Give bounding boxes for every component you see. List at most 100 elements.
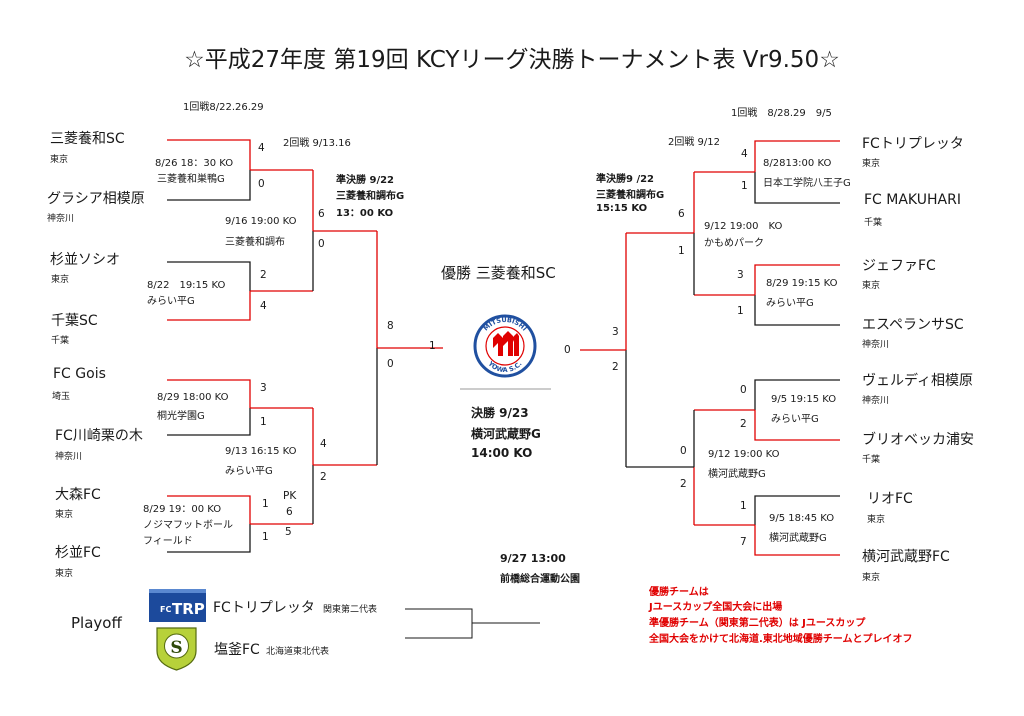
right-team-5-region: 神奈川 [862, 396, 890, 406]
right-r1-m2-score-bottom: 1 [737, 305, 744, 317]
right-r2-m1-date: 9/12 19:00 KO [704, 221, 783, 232]
shiogama-emblem-letter: S [170, 638, 182, 658]
right-team-3-region: 東京 [862, 281, 881, 291]
right-r1-m4-top-line [754, 495, 840, 525]
right-team-1-region: 東京 [862, 159, 881, 169]
right-r1-m1-bottom-line [754, 172, 840, 204]
note-line-1: 優勝チームは [649, 587, 709, 598]
left-r1-m4-venue-line2: フィールド [143, 536, 193, 547]
left-r1-m1-date: 8/26 18：30 KO [155, 158, 234, 169]
right-team-3-name: ジェファFC [862, 258, 936, 274]
left-r2-m2-score-top: 4 [320, 438, 327, 450]
left-r1-m4-top-line [167, 495, 251, 524]
playoff-team-1-tag: 関東第二代表 [323, 605, 378, 615]
right-semi-label: 準決勝9 /22 [596, 174, 655, 185]
right-r2-m2-score-top: 0 [680, 445, 687, 457]
left-team-6-name: FC川崎栗の木 [55, 428, 143, 444]
right-r1-m4-score-bottom: 7 [740, 536, 747, 548]
left-semi-score-top: 8 [387, 320, 394, 332]
left-r1-m4-venue: ノジマフットボール [143, 520, 233, 531]
left-r1-m4-date: 8/29 19：00 KO [143, 504, 222, 515]
playoff-date: 9/27 13:00 [500, 552, 566, 565]
right-semi-time: 15:15 KO [596, 203, 648, 214]
left-team-7-name: 大森FC [55, 487, 101, 503]
right-team-4-region: 神奈川 [862, 340, 890, 350]
right-team-4-name: エスペランサSC [862, 317, 964, 333]
shiogama-fc-emblem: S [156, 627, 197, 671]
left-r2-m2-date: 9/13 16:15 KO [225, 446, 297, 457]
left-r1-m3-score-bottom: 1 [260, 416, 267, 428]
right-r2-m2-score-bottom: 2 [680, 478, 687, 490]
right-r1-m1-score-top: 4 [741, 148, 748, 160]
left-r1-m1-bottom-line [167, 170, 251, 201]
left-r1-m1-top-line [167, 139, 251, 170]
left-team-2-region: 神奈川 [47, 214, 75, 224]
right-team-7-region: 東京 [867, 515, 886, 525]
right-r1-m1-venue: 日本工学院八王子G [763, 178, 851, 189]
left-team-2-name: グラシア相模原 [47, 191, 145, 207]
right-r1-m4-venue: 横河武蔵野G [769, 533, 827, 544]
right-r2-m1-venue: かもめパーク [704, 238, 764, 249]
left-r1-m3-date: 8/29 18:00 KO [157, 392, 229, 403]
left-r1-m4-pk-bottom: 5 [285, 526, 292, 538]
playoff-label: Playoff [71, 614, 122, 632]
right-r1-m4-date: 9/5 18:45 KO [769, 513, 835, 524]
right-team-2-name: FC MAKUHARI [864, 192, 961, 208]
left-r1-m2-bottom-line [167, 291, 251, 321]
left-r1-m2-top-line [167, 261, 251, 291]
fc-tripletta-logo: FC TRP [149, 589, 206, 622]
left-team-5-region: 埼玉 [52, 392, 71, 402]
left-team-1-region: 東京 [50, 155, 69, 165]
left-r1-m1-score-bottom: 0 [258, 178, 265, 190]
left-r1-m3-score-top: 3 [260, 382, 267, 394]
right-r1-m4-bottom-line [754, 525, 840, 556]
right-team-8-name: 横河武蔵野FC [862, 549, 950, 565]
left-semi-score-bottom: 0 [387, 358, 394, 370]
left-team-3-region: 東京 [51, 275, 70, 285]
left-team-3-name: 杉並ソシオ [50, 252, 120, 268]
right-semi-score-top: 3 [612, 326, 619, 338]
left-team-5-name: FC Gois [53, 366, 106, 382]
right-r1-m2-top-line [754, 264, 840, 295]
left-r1-m4-pk-top: 6 [286, 506, 293, 518]
right-r2-m1-score-bottom: 1 [678, 245, 685, 257]
left-team-4-region: 千葉 [51, 336, 70, 346]
right-r1-m3-date: 9/5 19:15 KO [771, 394, 837, 405]
mitsubishi-yowa-logo: MITSUBISHI YOWA S.C. [473, 314, 537, 378]
left-r1-m2-score-top: 2 [260, 269, 267, 281]
final-venue: 横河武蔵野G [471, 427, 541, 441]
right-team-7-name: リオFC [867, 491, 913, 507]
playoff-team-1-name: FCトリプレッタ [213, 600, 315, 616]
left-semi-label: 準決勝 9/22 [336, 175, 395, 186]
right-r2-m1-score-top: 6 [678, 208, 685, 220]
final-time: 14:00 KO [471, 446, 533, 460]
right-round1-header: 1回戦 8/28.29 9/5 [731, 108, 832, 119]
note-line-2: Jユースカップ全国大会に出場 [649, 602, 783, 613]
right-r1-m1-score-bottom: 1 [741, 180, 748, 192]
left-team-4-name: 千葉SC [51, 313, 98, 329]
playoff-bottom-line [405, 623, 473, 639]
left-r1-m2-venue: みらい平G [147, 296, 195, 307]
right-r1-m2-date: 8/29 19:15 KO [766, 278, 838, 289]
note-line-3: 準優勝チーム（関東第二代表）は Jユースカップ [649, 618, 866, 629]
right-team-1-name: FCトリプレッタ [862, 136, 964, 152]
right-team-8-region: 東京 [862, 573, 881, 583]
right-team-6-name: ブリオベッカ浦安 [862, 432, 974, 448]
left-r1-m3-bottom-line [167, 408, 251, 436]
champion-label: 優勝 三菱養和SC [441, 264, 556, 282]
right-r1-m1-top-line [754, 140, 840, 172]
right-team-2-region: 千葉 [864, 218, 883, 228]
left-semi-venue: 三菱養和調布G [336, 191, 405, 202]
left-r1-m4-score-bottom: 1 [262, 531, 269, 543]
left-r2-m2-venue: みらい平G [225, 466, 273, 477]
playoff-top-line [405, 608, 473, 623]
left-r1-m3-top-line [167, 379, 251, 408]
left-r1-m4-score-top: 1 [262, 498, 269, 510]
left-r1-m3-venue: 桐光学園G [157, 411, 205, 422]
playoff-team-2-tag: 北海道東北代表 [266, 647, 330, 657]
left-r2-m1-venue: 三菱養和調布 [225, 237, 285, 248]
playoff-venue: 前橋総合運動公園 [500, 574, 580, 585]
left-team-8-name: 杉並FC [55, 545, 101, 561]
page-title: ☆平成27年度 第19回 KCYリーグ決勝トーナメント表 Vr9.50☆ [184, 47, 840, 73]
